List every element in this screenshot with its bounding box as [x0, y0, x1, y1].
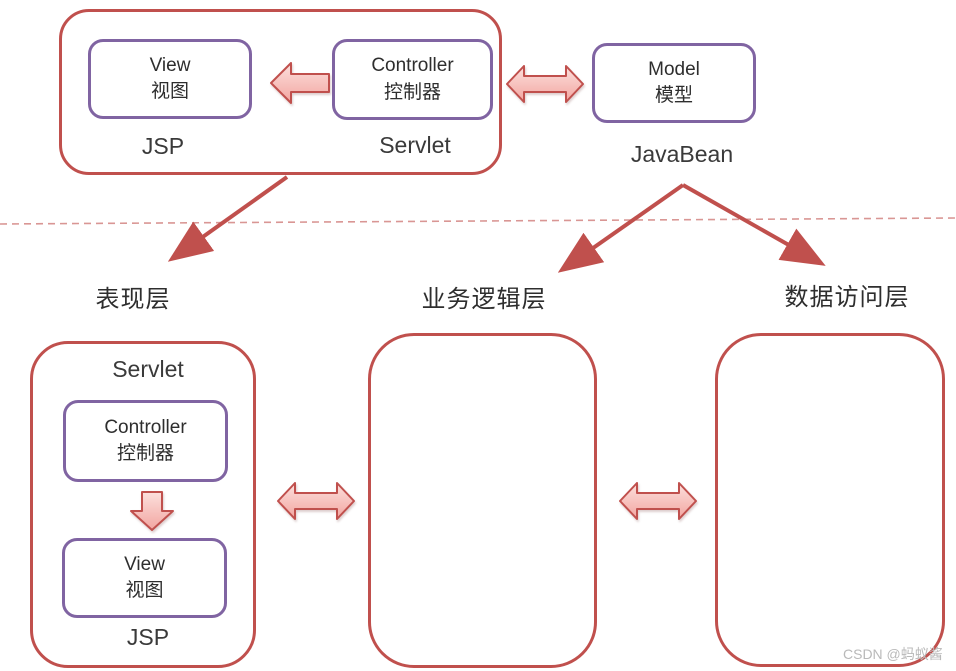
data-access-layer-label: 数据访问层 — [784, 284, 910, 311]
business-tier-box — [368, 333, 597, 668]
javabean-label: JavaBean — [630, 141, 734, 167]
view-box-top: View 视图 — [88, 39, 252, 119]
controller-subtitle: 控制器 — [383, 81, 441, 103]
business-layer-label: 业务逻辑层 — [421, 286, 547, 313]
view-subtitle: 视图 — [125, 580, 164, 601]
double-arrow-business-dataaccess-icon — [619, 482, 697, 520]
servlet-label-top: Servlet — [379, 132, 451, 158]
left-block-arrow-icon — [270, 62, 330, 104]
jsp-label-bottom: JSP — [126, 624, 170, 650]
view-subtitle: 视图 — [150, 81, 189, 102]
controller-subtitle: 控制器 — [116, 443, 174, 464]
controller-title: Controller — [104, 416, 187, 438]
presentation-layer-label: 表现层 — [95, 286, 171, 313]
controller-box-bottom: Controller 控制器 — [63, 400, 228, 482]
double-arrow-mvc-model-icon — [506, 65, 584, 103]
view-title: View — [149, 54, 191, 76]
model-box: Model 模型 — [592, 43, 756, 123]
view-title: View — [124, 553, 165, 575]
servlet-label-bottom: Servlet — [112, 356, 184, 382]
view-box-bottom: View 视图 — [62, 538, 227, 618]
watermark-text: CSDN @蚂蚁酱 — [843, 646, 943, 662]
arrow-mvc-to-presentation — [167, 175, 289, 262]
controller-title: Controller — [371, 55, 454, 77]
jsp-label-top: JSP — [141, 133, 185, 159]
model-title: Model — [648, 58, 700, 80]
down-block-arrow-icon — [130, 491, 174, 531]
tier-divider-dashed-line — [0, 217, 956, 225]
arrow-javabean-to-dataaccess — [682, 183, 826, 266]
model-subtitle: 模型 — [654, 85, 693, 106]
double-arrow-presentation-business-icon — [277, 482, 355, 520]
arrow-javabean-to-business — [557, 183, 685, 273]
data-access-tier-box — [715, 333, 945, 667]
controller-box-top: Controller 控制器 — [332, 39, 493, 120]
